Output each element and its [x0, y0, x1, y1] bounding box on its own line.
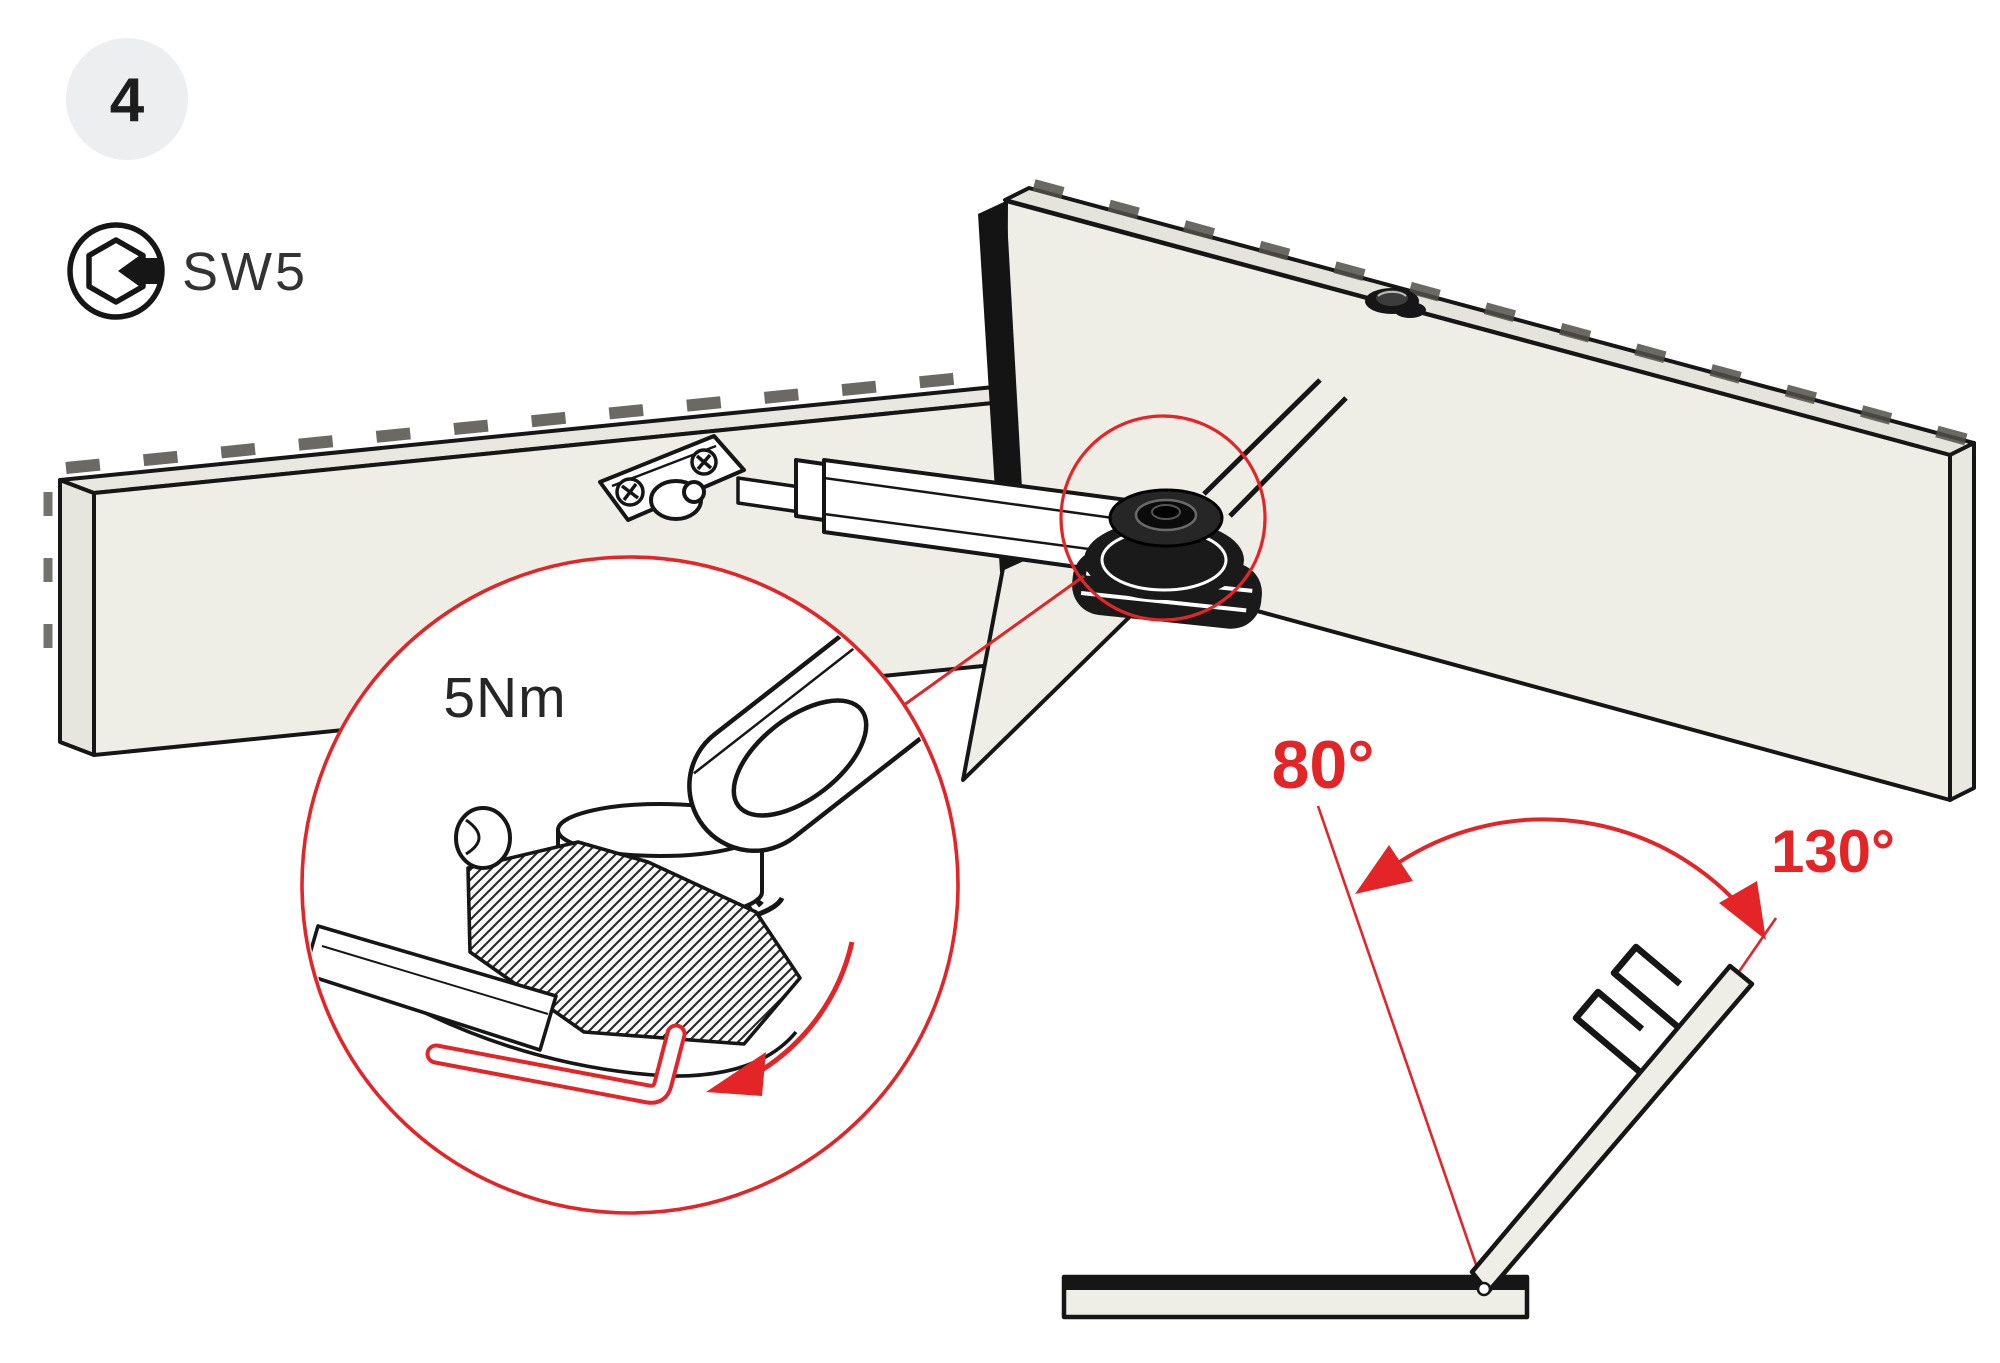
angle-max-label: 130°	[1771, 818, 1895, 885]
hex-socket-icon	[67, 222, 165, 320]
pivot-point	[1476, 1281, 1492, 1297]
screw-icon	[690, 448, 718, 476]
angle-diagram: 80° 130°	[1061, 727, 1895, 1320]
panel-edge-texture	[65, 367, 1013, 474]
serrated-edge	[553, 894, 767, 927]
tool-indicator: SW5	[67, 222, 308, 320]
angle-line-130	[1734, 917, 1778, 977]
stay-link-rods	[1202, 378, 1348, 518]
mounting-bracket	[598, 434, 746, 522]
flap-panel	[1469, 963, 1755, 1295]
panel-edge-texture	[1032, 179, 1970, 446]
panel-grommet	[1365, 288, 1426, 318]
adjustment-mechanism	[1072, 488, 1262, 629]
base-panel	[1061, 1274, 1530, 1320]
rotate-arrow-icon	[706, 941, 855, 1096]
torque-label: 5Nm	[443, 666, 566, 730]
stay-arm	[736, 458, 1144, 578]
angle-arc-arrowhead-left	[1355, 845, 1413, 894]
right-cabinet-panel	[961, 179, 1976, 802]
angle-line-80	[1316, 805, 1484, 1283]
step-number: 4	[110, 66, 145, 135]
angle-arc	[1386, 817, 1759, 929]
step-badge-circle	[66, 38, 188, 160]
flap-bracket-icon	[1572, 943, 1683, 1075]
zoom-leader-line	[903, 574, 1085, 707]
adjustment-nut	[794, 458, 826, 522]
screw-icon	[615, 477, 645, 507]
step-badge: 4	[66, 38, 188, 160]
angle-arc-arrowhead-right	[1719, 881, 1766, 940]
angle-min-label: 80°	[1272, 727, 1375, 803]
zoom-highlight-circle	[1059, 414, 1267, 622]
tool-size-label: SW5	[182, 242, 308, 302]
allen-key-icon	[425, 1023, 687, 1105]
panel-edge-shadow	[978, 201, 1026, 572]
